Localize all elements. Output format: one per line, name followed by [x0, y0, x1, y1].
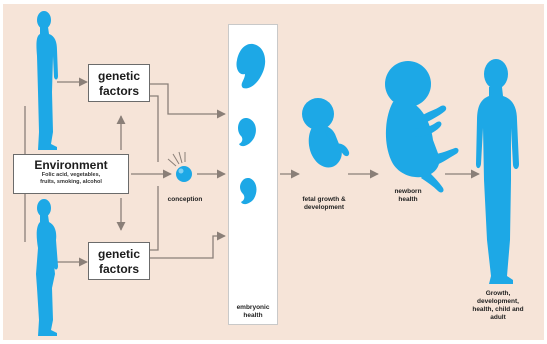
- embryonic-label-line1: embryonic: [228, 304, 278, 312]
- diagram-canvas: genetic factors genetic factors Environm…: [3, 4, 544, 340]
- fetus-icon: [302, 98, 349, 167]
- adult-label-line3: health, child and: [465, 306, 531, 314]
- adult-figure-icon: [476, 59, 519, 284]
- embryo-large-icon: [236, 44, 265, 88]
- adult-label-line4: adult: [465, 314, 531, 322]
- genetic-factors-bottom-box: genetic factors: [88, 242, 150, 280]
- adult-growth-label: Growth, development, health, child and a…: [465, 290, 531, 322]
- fetal-label-line2: development: [293, 204, 355, 212]
- adult-label-line1: Growth,: [465, 290, 531, 298]
- adult-label-line2: development,: [465, 298, 531, 306]
- environment-subtitle-line2: fruits, smoking, alcohol: [14, 179, 128, 186]
- genetic-factors-bottom-line2: factors: [89, 262, 149, 277]
- embryonic-health-label: embryonic health: [228, 304, 278, 320]
- conception-label: conception: [163, 196, 207, 204]
- genetic-factors-top-box: genetic factors: [88, 64, 150, 102]
- genetic-factors-top-line2: factors: [89, 84, 149, 99]
- fetal-growth-label: fetal growth & development: [293, 196, 355, 212]
- genetic-factors-bottom-line1: genetic: [89, 247, 149, 262]
- embryo-medium-icon: [238, 118, 256, 146]
- embryo-small-icon: [240, 178, 256, 204]
- newborn-label-line2: health: [383, 196, 433, 204]
- newborn-icon: [385, 61, 459, 192]
- genetic-factors-top-line1: genetic: [89, 69, 149, 84]
- environment-subtitle-line1: Folic acid, vegetables,: [14, 172, 128, 179]
- newborn-label-line1: newborn: [383, 188, 433, 196]
- newborn-health-label: newborn health: [383, 188, 433, 204]
- environment-title: Environment: [14, 158, 128, 172]
- embryonic-label-line2: health: [228, 312, 278, 320]
- environment-box: Environment Folic acid, vegetables, frui…: [13, 154, 129, 194]
- fetal-label-line1: fetal growth &: [293, 196, 355, 204]
